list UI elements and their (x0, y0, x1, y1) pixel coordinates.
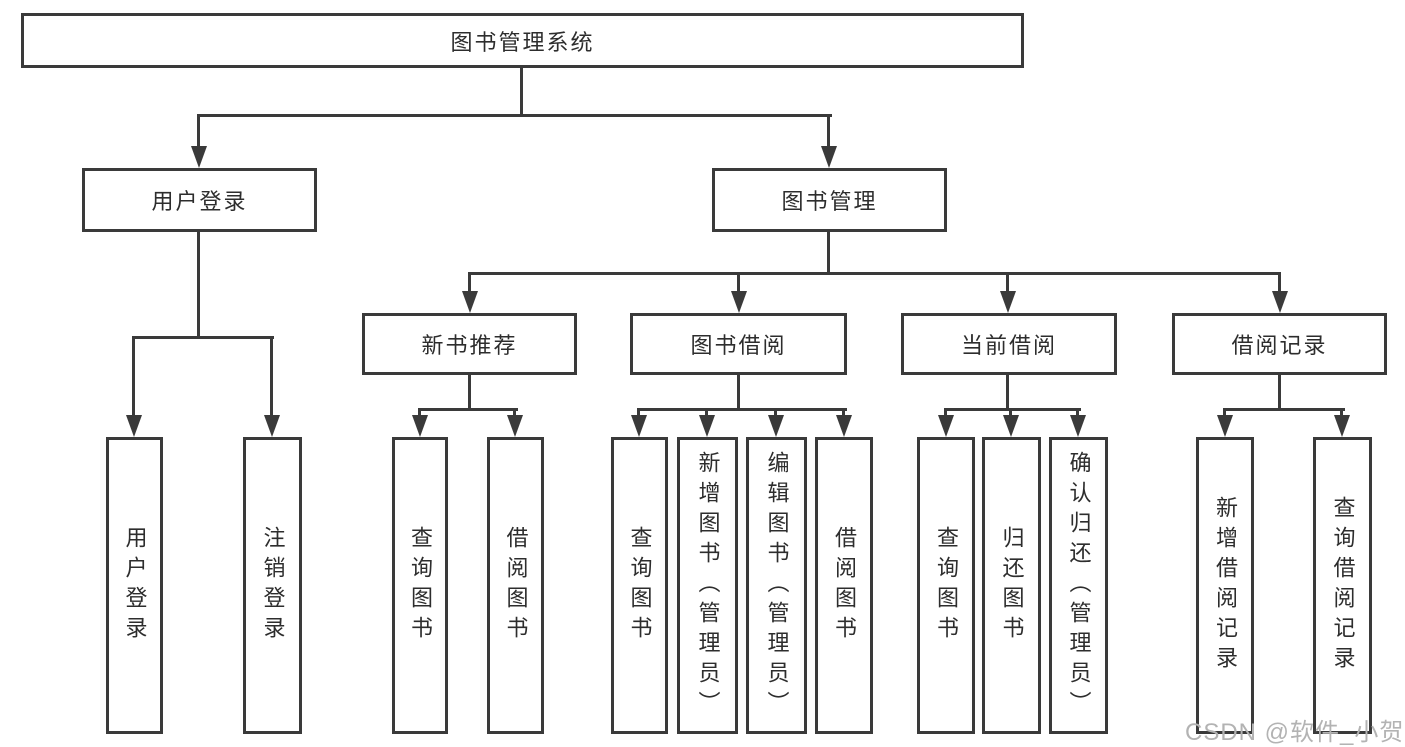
node-label: 编辑图书（管理员） (764, 450, 790, 721)
connector-line (827, 231, 830, 275)
leaf-cb-confirm-return-admin: 确认归还（管理员） (1049, 437, 1108, 734)
connector-line (468, 272, 1281, 275)
node-label: 注销登录 (260, 525, 286, 646)
leaf-bb-edit-book-admin: 编辑图书（管理员） (746, 437, 807, 734)
connector-line (1278, 272, 1281, 296)
csdn-watermark: CSDN @软件_小贺同学 (1185, 719, 1405, 746)
leaf-logout-login: 注销登录 (243, 437, 302, 734)
node-label: 查询图书 (627, 525, 653, 646)
node-label: 新增图书（管理员） (695, 450, 721, 721)
node-label: 借阅图书 (832, 525, 857, 646)
connector-line (827, 114, 830, 152)
node-label: 归还图书 (999, 525, 1025, 646)
arrow-down-icon (412, 415, 428, 437)
leaf-bb-query-books: 查询图书 (611, 437, 668, 734)
leaf-nbr-borrow-books: 借阅图书 (487, 437, 544, 734)
connector-line (132, 336, 135, 420)
arrow-down-icon (1070, 415, 1086, 437)
arrow-down-icon (768, 415, 784, 437)
node-label: 查询借阅记录 (1330, 495, 1356, 676)
connector-line (197, 231, 200, 339)
connector-line (1223, 408, 1226, 420)
connector-line (418, 408, 421, 420)
node-label: 图书管理系统 (450, 29, 595, 55)
node-new-book-recommendation: 新书推荐 (362, 313, 577, 375)
node-label: 借阅图书 (503, 525, 529, 646)
leaf-nbr-query-books: 查询图书 (392, 437, 448, 734)
connector-line (1340, 408, 1343, 420)
node-label: 图书管理 (781, 189, 878, 214)
node-current-borrowing: 当前借阅 (901, 313, 1117, 375)
node-borrowing-records: 借阅记录 (1172, 313, 1387, 375)
arrow-down-icon (699, 415, 715, 437)
connector-line (944, 408, 1081, 411)
arrow-down-icon (1272, 291, 1288, 313)
connector-line (520, 68, 523, 117)
node-book-borrowing: 图书借阅 (630, 313, 847, 375)
node-label: 查询图书 (408, 525, 433, 646)
connector-line (1278, 374, 1281, 411)
node-label: 当前借阅 (960, 333, 1057, 358)
leaf-br-query-borrow-record: 查询借阅记录 (1313, 437, 1372, 734)
node-label: 用户登录 (122, 525, 148, 646)
node-label: 新书推荐 (421, 333, 518, 358)
arrow-down-icon (1000, 291, 1016, 313)
connector-line (1076, 408, 1079, 420)
connector-line (637, 408, 640, 420)
arrow-down-icon (126, 415, 142, 437)
connector-line (637, 408, 847, 411)
arrow-down-icon (631, 415, 647, 437)
connector-line (513, 408, 516, 420)
connector-line (197, 114, 832, 117)
arrow-down-icon (1334, 415, 1350, 437)
arrow-down-icon (836, 415, 852, 437)
node-label: 借阅记录 (1231, 333, 1328, 358)
arrow-down-icon (731, 291, 747, 313)
node-library-management-system: 图书管理系统 (21, 13, 1024, 68)
leaf-cb-return-books: 归还图书 (982, 437, 1041, 734)
leaf-user-login: 用户登录 (106, 437, 163, 734)
connector-line (944, 408, 947, 420)
connector-line (133, 336, 274, 339)
connector-line (468, 374, 471, 411)
connector-line (197, 114, 200, 152)
node-label: 查询图书 (934, 525, 959, 646)
arrow-down-icon (821, 146, 837, 168)
connector-line (737, 374, 740, 411)
arrow-down-icon (507, 415, 523, 437)
node-label: 新增借阅记录 (1213, 495, 1238, 676)
arrow-down-icon (938, 415, 954, 437)
leaf-bb-add-book-admin: 新增图书（管理员） (677, 437, 738, 734)
connector-line (1223, 408, 1345, 411)
connector-line (842, 408, 845, 420)
connector-line (705, 408, 708, 420)
arrow-down-icon (1217, 415, 1233, 437)
arrow-down-icon (191, 146, 207, 168)
node-label: 图书借阅 (690, 333, 787, 358)
connector-line (1006, 374, 1009, 411)
connector-line (1009, 408, 1012, 420)
connector-line (270, 336, 273, 420)
arrow-down-icon (264, 415, 280, 437)
leaf-cb-query-books: 查询图书 (917, 437, 975, 734)
leaf-bb-borrow-books: 借阅图书 (815, 437, 873, 734)
node-label: 用户登录 (151, 189, 248, 214)
node-book-management: 图书管理 (712, 168, 947, 232)
arrow-down-icon (1003, 415, 1019, 437)
connector-line (468, 272, 471, 296)
connector-line (418, 408, 518, 411)
connector-line (737, 272, 740, 296)
leaf-br-add-borrow-record: 新增借阅记录 (1196, 437, 1254, 734)
node-user-login: 用户登录 (82, 168, 317, 232)
arrow-down-icon (462, 291, 478, 313)
connector-line (1006, 272, 1009, 296)
node-label: 确认归还（管理员） (1066, 450, 1092, 721)
connector-line (774, 408, 777, 420)
